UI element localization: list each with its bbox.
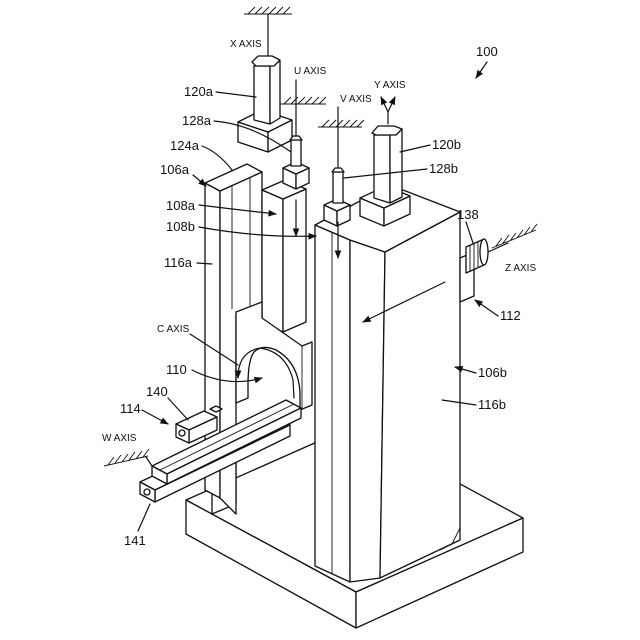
leader-141: [138, 504, 150, 531]
leader-120b: [400, 145, 430, 152]
label-114: 114: [120, 401, 141, 416]
w-axis-reference: [104, 449, 152, 466]
z-axis-line: [488, 243, 508, 252]
y-drive-column-front: [374, 135, 390, 203]
leader-112: [475, 300, 498, 316]
label-124a: 124a: [170, 138, 200, 153]
label-x-axis: X AXIS: [230, 39, 262, 50]
leader-124a: [202, 146, 232, 170]
v-axis-rod-assembly: [324, 168, 350, 226]
label-120a: 120a: [184, 84, 214, 99]
label-128a: 128a: [182, 113, 212, 128]
u-rod: [291, 140, 301, 166]
label-106a: 106a: [160, 162, 190, 177]
label-116b: 116b: [478, 397, 506, 412]
leader-114: [142, 410, 168, 424]
label-138: 138: [457, 207, 479, 222]
v-axis-reference: [318, 107, 364, 168]
cylinder-138-end: [480, 239, 488, 265]
rail-141-profile-hole: [144, 489, 150, 495]
label-128b: 128b: [429, 161, 458, 176]
y-axis-arrow-left: [381, 97, 388, 112]
leader-100: [476, 62, 487, 78]
x-drive-column-front: [254, 66, 270, 124]
right-column-right-face: [380, 212, 460, 578]
x-drive-nut: [252, 56, 280, 66]
label-c-axis: C AXIS: [157, 324, 190, 335]
label-v-axis: V AXIS: [340, 94, 372, 105]
v-axis-hatch: [318, 120, 364, 127]
label-110: 110: [166, 362, 187, 377]
right-column-chamfer-face: [350, 240, 385, 582]
slide-108a: [262, 136, 309, 332]
u-axis-hatch: [280, 97, 326, 104]
leader-106a: [193, 175, 206, 186]
label-112: 112: [500, 308, 521, 323]
slide-108a-front: [262, 190, 283, 332]
v-rod: [333, 172, 343, 203]
label-y-axis: Y AXIS: [374, 80, 406, 91]
y-axis-reference: [381, 97, 395, 124]
z-axis-reference: [488, 224, 537, 252]
y-axis-arrow-right: [388, 97, 395, 112]
label-108b: 108b: [166, 219, 195, 234]
right-column: [315, 185, 460, 582]
x-axis-hatch: [244, 7, 292, 14]
w-axis-hatch: [104, 449, 149, 466]
label-w-axis: W AXIS: [102, 433, 137, 444]
slide-108a-side: [283, 189, 306, 332]
leader-140: [168, 398, 188, 420]
label-141: 141: [124, 533, 146, 548]
x-drive-column-side: [270, 61, 280, 124]
label-z-axis: Z AXIS: [505, 263, 536, 274]
label-u-axis: U AXIS: [294, 66, 327, 77]
label-108a: 108a: [166, 198, 196, 213]
leader-120a: [216, 92, 256, 97]
label-106b: 106b: [478, 365, 507, 380]
leader-138: [466, 222, 473, 243]
z-axis-unit: [460, 239, 488, 302]
label-140: 140: [146, 384, 168, 399]
label-116a: 116a: [164, 255, 193, 270]
z-axis-hatch: [492, 224, 537, 248]
w-axis-line: [146, 457, 152, 466]
label-120b: 120b: [432, 137, 461, 152]
y-drive-nut: [372, 126, 402, 135]
y-drive-column-side: [390, 129, 402, 203]
label-100: 100: [476, 44, 498, 59]
right-column-left-face: [315, 225, 350, 582]
box-140-knob: [179, 430, 185, 436]
